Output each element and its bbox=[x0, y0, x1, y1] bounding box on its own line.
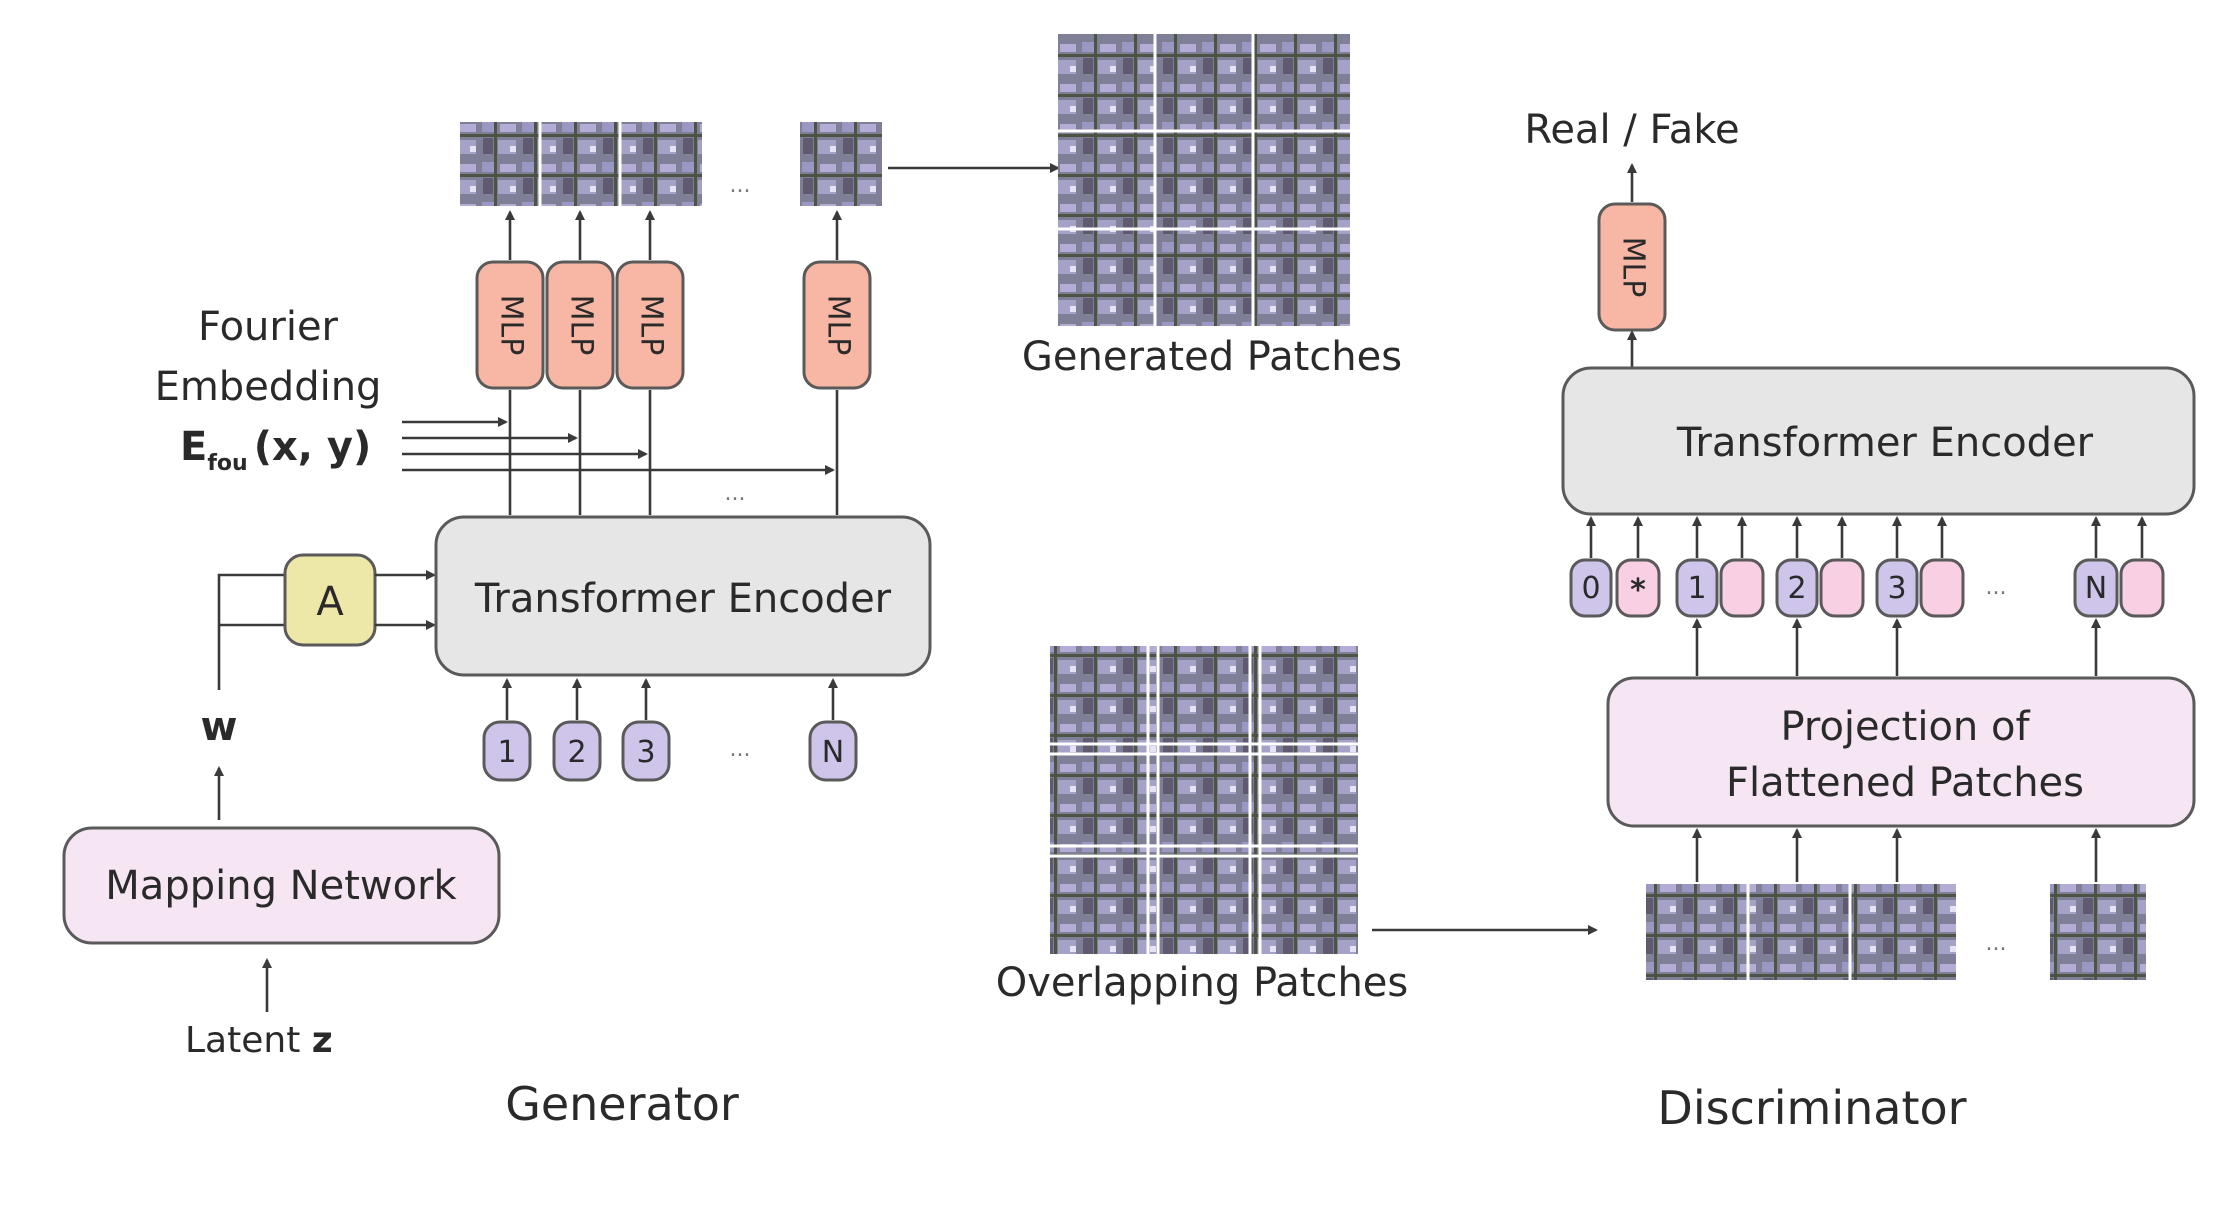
generator-token-3: 3 bbox=[621, 720, 671, 782]
discriminator-mlp: MLP bbox=[1597, 202, 1667, 332]
generator-mlp-2: MLP bbox=[545, 260, 615, 390]
w-label: w bbox=[201, 704, 238, 750]
mapping-network-label: Mapping Network bbox=[105, 863, 457, 909]
generator-transformer-encoder bbox=[434, 515, 932, 677]
discriminator-patch-n bbox=[2050, 884, 2146, 980]
projection-line1: Projection of bbox=[1780, 704, 2030, 750]
w-branch-top bbox=[217, 573, 285, 690]
projection-line2: Flattened Patches bbox=[1726, 760, 2084, 806]
generator-token-2: 2 bbox=[552, 720, 602, 782]
disc-token-3: 3 bbox=[1875, 558, 1965, 618]
svg-text:2: 2 bbox=[1787, 571, 1806, 606]
svg-text:3: 3 bbox=[636, 735, 655, 770]
projection-box bbox=[1606, 676, 2196, 828]
svg-text:MLP: MLP bbox=[564, 295, 599, 356]
disc-strip-ellipsis: ... bbox=[1986, 931, 2007, 956]
disc-token-ellipsis: ... bbox=[1986, 575, 2007, 600]
fourier-line1: Fourier bbox=[198, 304, 339, 350]
disc-token-2: 2 bbox=[1775, 558, 1865, 618]
generated-patches-grid bbox=[1058, 34, 1350, 326]
generator-token-n: N bbox=[808, 720, 858, 782]
overlapping-patches-grid bbox=[1050, 646, 1358, 954]
svg-text:3: 3 bbox=[1887, 571, 1906, 606]
overlapping-patches-label: Overlapping Patches bbox=[996, 960, 1409, 1006]
generator-token-1: 1 bbox=[482, 720, 532, 782]
generator-token-ellipsis: ... bbox=[730, 737, 751, 762]
svg-text:MLP: MLP bbox=[634, 295, 669, 356]
mapping-network-box bbox=[62, 826, 501, 945]
svg-text:MLP: MLP bbox=[1616, 237, 1651, 298]
disc-token-arrows bbox=[1586, 516, 2147, 558]
svg-text:N: N bbox=[2085, 571, 2107, 606]
adapter-a-box bbox=[283, 553, 377, 647]
disc-token-n: N bbox=[2073, 558, 2165, 618]
svg-text:1: 1 bbox=[497, 735, 516, 770]
svg-text:0: 0 bbox=[1581, 571, 1600, 606]
generator-mlp-1: MLP bbox=[475, 260, 545, 390]
generator-encoder-label: Transformer Encoder bbox=[474, 576, 892, 622]
generated-patch-n bbox=[800, 122, 882, 206]
svg-text:1: 1 bbox=[1687, 571, 1706, 606]
svg-text:2: 2 bbox=[567, 735, 586, 770]
svg-text:MLP: MLP bbox=[821, 295, 856, 356]
fourier-formula: Efou(x, y) bbox=[180, 424, 371, 476]
discriminator-patch-strip bbox=[1646, 884, 1956, 980]
discriminator-encoder-label: Transformer Encoder bbox=[1676, 420, 2094, 466]
generator-caption: Generator bbox=[505, 1077, 739, 1131]
disc-token-star: * bbox=[1615, 558, 1661, 618]
generated-patches-label: Generated Patches bbox=[1022, 334, 1402, 380]
discriminator-transformer-encoder bbox=[1561, 366, 2196, 516]
disc-token-0: 0 bbox=[1569, 558, 1613, 618]
strip-ellipsis: ... bbox=[730, 173, 751, 198]
disc-token-1: 1 bbox=[1675, 558, 1765, 618]
adapter-a-label: A bbox=[316, 579, 344, 625]
generated-strip bbox=[460, 122, 702, 206]
real-fake-label: Real / Fake bbox=[1524, 107, 1739, 153]
svg-text:*: * bbox=[1630, 573, 1646, 608]
fourier-line2: Embedding bbox=[155, 364, 382, 410]
discriminator-caption: Discriminator bbox=[1657, 1081, 1966, 1135]
latent-label: Latent z bbox=[185, 1020, 333, 1061]
generator-mlp-3: MLP bbox=[615, 260, 685, 390]
generator-mlp-n: MLP bbox=[802, 260, 872, 390]
svg-text:N: N bbox=[822, 735, 844, 770]
svg-text:MLP: MLP bbox=[494, 295, 529, 356]
encoder-output-ellipsis: ... bbox=[725, 481, 746, 506]
